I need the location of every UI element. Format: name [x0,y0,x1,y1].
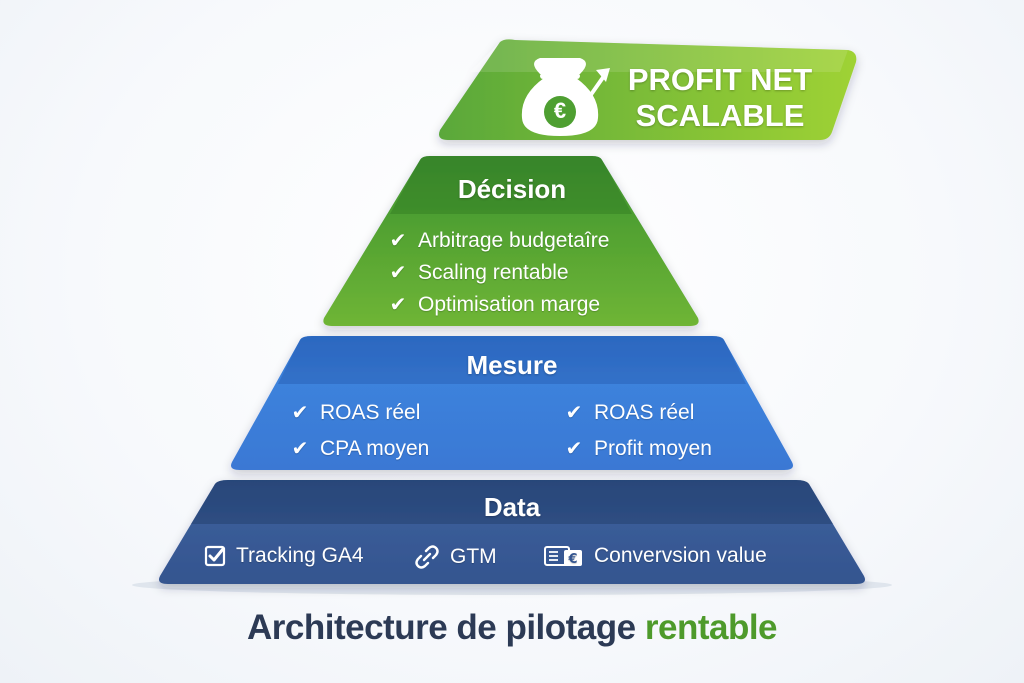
data-item-label: Convervsion value [594,544,767,567]
mesure-item-label: ROAS réel [594,400,695,424]
check-icon: ✔ [291,438,309,460]
check-icon: ✔ [389,262,407,284]
checkbox-icon [204,545,226,567]
mesure-item-left-2: ✔ CPA moyen [290,436,430,461]
mesure-item-label: Profit moyen [594,436,712,460]
tier-mesure-shape [231,336,793,470]
diagram-caption: Architecture de pilotage rentable [0,608,1024,648]
caption-accent: rentable [644,608,778,647]
mesure-item-label: CPA moyen [320,436,430,460]
profit-label-line2: SCALABLE [635,98,805,133]
mesure-item-right-2: ✔ Profit moyen [564,436,712,461]
euro-document-icon: € [544,544,584,568]
decision-item-label: Scaling rentable [418,260,569,284]
check-icon: ✔ [565,438,583,460]
data-item-label: Tracking GA4 [236,544,364,567]
decision-item-3: ✔ Optimisation marge [388,292,600,317]
check-icon: ✔ [291,402,309,424]
tier-decision-title: Décision [457,174,567,204]
tier-decision-shape [323,156,699,326]
svg-text:€: € [567,552,577,567]
check-icon: ✔ [389,294,407,316]
profit-label: PROFIT NET SCALABLE [610,62,830,134]
mesure-item-right-1: ✔ ROAS réel [564,400,695,425]
decision-item-label: Arbitrage budgetaîre [418,228,610,252]
data-item-label: GTM [450,545,497,568]
profit-label-line1: PROFIT NET [627,62,813,97]
mesure-item-label: ROAS réel [320,400,421,424]
data-item-conversion: € Convervsion value [544,544,767,568]
tier-mesure-title: Mesure [466,350,558,380]
money-bag-euro-icon [521,58,610,136]
decision-item-2: ✔ Scaling rentable [388,260,569,285]
check-icon: ✔ [565,402,583,424]
check-icon: ✔ [389,230,407,252]
decision-item-label: Optimisation marge [418,292,601,316]
tier-data-title: Data [483,492,541,522]
mesure-item-left-1: ✔ ROAS réel [290,400,421,425]
link-icon [414,544,440,570]
decision-item-1: ✔ Arbitrage budgetaîre [388,228,610,253]
data-item-tracking: Tracking GA4 [204,544,364,568]
data-item-gtm: GTM [414,544,497,570]
tier-data-shape [159,480,865,584]
euro-symbol: € [553,98,567,123]
caption-main: Architecture de pilotage [246,608,636,647]
